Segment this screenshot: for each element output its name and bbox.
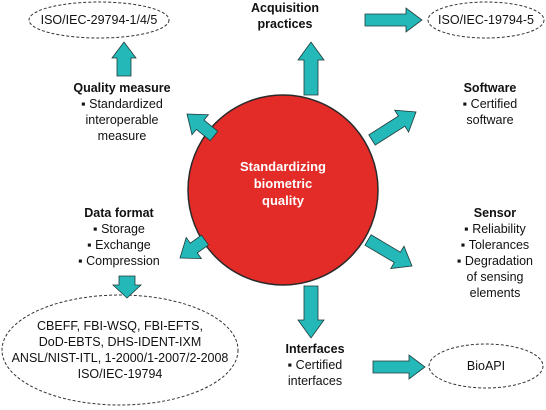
quality-measure-title: Quality measure [73,81,171,95]
quality-measure-item: measure [97,129,147,143]
sensor-item: of sensing [466,270,524,284]
interfaces-item: interfaces [287,374,343,388]
sensor-item: Tolerances [446,237,544,253]
center-line: Standardizing [240,159,326,174]
sensor-item: elements [469,286,521,300]
sensor-item: Reliability [446,221,544,237]
arrow-interfaces-to-bioapi [372,354,426,380]
software-title: Software [463,81,517,95]
oval-iso-29794 [28,1,170,39]
standards-line: ISO/IEC-19794 [77,367,163,381]
oval-standards-list [1,294,239,406]
center-circle [187,94,379,286]
data-format-node: Data format Storage Exchange Compression [64,205,174,269]
software-item: Certified [440,96,540,112]
data-format-item: Storage [64,221,174,237]
software-item: software [466,113,514,127]
arrow-data-format-to-standards [111,275,143,299]
center-title: Standardizing biometric quality [218,158,348,209]
arrow-to-acquisition [297,41,325,96]
arrow-quality-to-iso [111,41,137,77]
software-node: Software Certified software [440,80,540,128]
oval-standards-list-label: CBEFF, FBI-WSQ, FBI-EFTS, DoD-EBTS, DHS-… [2,318,238,382]
center-line: quality [262,193,304,208]
arrow-to-quality-measure [186,113,219,142]
arrow-to-software [368,109,417,146]
quality-measure-item: Standardized [60,96,184,112]
oval-iso-29794-label: ISO/IEC-29794-1/4/5 [40,13,158,27]
oval-bioapi-label: BioAPI [466,359,506,373]
data-format-item: Compression [64,253,174,269]
arrow-to-sensor [364,234,413,269]
interfaces-item: Certified [270,357,360,373]
data-format-title: Data format [84,206,154,220]
center-line: biometric [253,176,313,191]
oval-bioapi [428,343,544,389]
sensor-item: Degradation [446,253,544,269]
interfaces-title: Interfaces [285,342,345,356]
data-format-item: Exchange [64,237,174,253]
acquisition-title: Acquisition practices [250,1,320,31]
standards-line: ANSL/NIST-ITL, 1-2000/1-2007/2-2008 [11,351,229,365]
standards-line: DoD-EBTS, DHS-IDENT-IXM [38,335,202,349]
arrow-to-data-format [179,234,210,260]
quality-measure-item: interoperable [85,113,159,127]
sensor-title: Sensor [473,206,517,220]
oval-iso-19794-5-label: ISO/IEC-19794-5 [438,13,534,27]
arrow-acquisition-to-iso [364,7,423,33]
standards-line: CBEFF, FBI-WSQ, FBI-EFTS, [37,319,203,333]
interfaces-node: Interfaces Certified interfaces [270,341,360,389]
quality-measure-node: Quality measure Standardized interoperab… [60,80,184,144]
oval-iso-19794-5 [427,1,545,39]
arrow-to-interfaces [297,285,325,339]
sensor-node: Sensor Reliability Tolerances Degradatio… [446,205,544,301]
